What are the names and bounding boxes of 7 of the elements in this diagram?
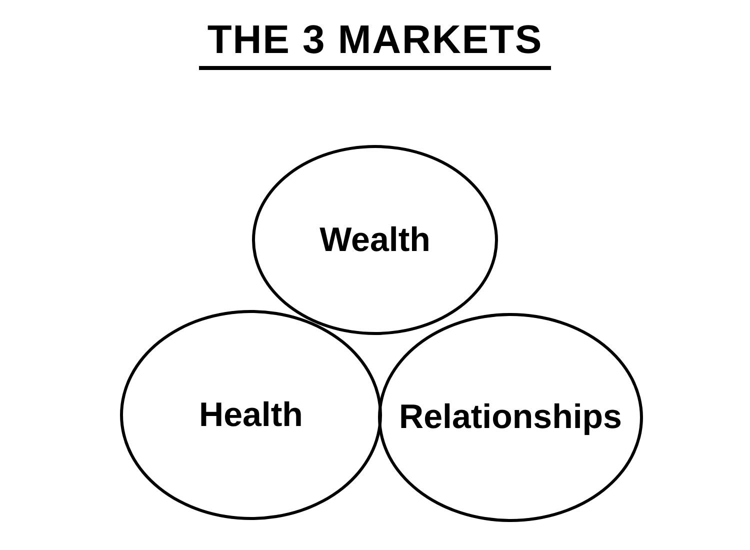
market-ellipse [252, 145, 498, 335]
market-label: Health [199, 394, 303, 436]
market-label: Relationships [399, 397, 622, 438]
title: THE 3 MARKETS [199, 14, 551, 70]
market-label: Wealth [320, 220, 430, 260]
market-ellipse [378, 313, 643, 522]
market-ellipse [120, 310, 382, 520]
